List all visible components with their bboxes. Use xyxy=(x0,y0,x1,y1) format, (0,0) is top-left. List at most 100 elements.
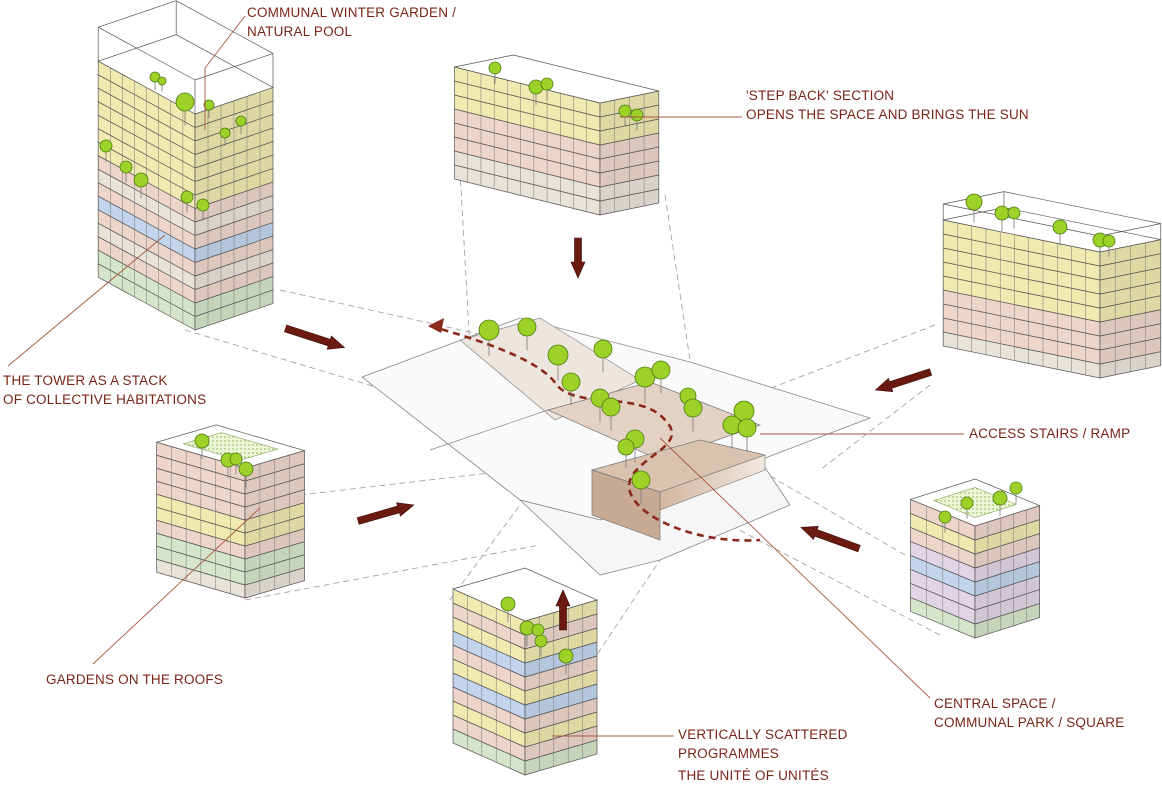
route-path xyxy=(429,324,761,542)
label-line: COMMUNAL WINTER GARDEN / xyxy=(247,5,457,20)
tree-canopy xyxy=(196,198,210,212)
label-line: VERTICALLY SCATTERED xyxy=(678,727,848,742)
tree-canopy xyxy=(157,76,167,86)
label-tower-stack: THE TOWER AS A STACK OF COLLECTIVE HABIT… xyxy=(3,371,206,409)
leader-line xyxy=(92,507,261,665)
tree-canopy xyxy=(737,418,757,438)
arrow-from-scattered xyxy=(555,589,571,631)
tree-canopy xyxy=(547,344,569,366)
label-line: 'STEP BACK' SECTION xyxy=(746,88,895,103)
tree-canopy xyxy=(1007,206,1021,220)
arrow-shape xyxy=(874,368,933,393)
projection-guide xyxy=(819,384,931,471)
winter-garden-frame xyxy=(1003,191,1161,224)
tree-canopy xyxy=(488,61,502,75)
tree-canopy xyxy=(119,160,133,174)
tree-canopy xyxy=(203,99,215,111)
projection-guide xyxy=(759,469,906,556)
tree-canopy xyxy=(1009,481,1023,495)
leader-line xyxy=(204,15,246,130)
tree-canopy xyxy=(593,339,613,359)
winter-garden-frame xyxy=(943,203,1101,237)
tree-canopy xyxy=(561,372,581,392)
tree-canopy xyxy=(1052,219,1068,235)
arrow-from-right-small xyxy=(800,525,861,553)
label-line: THE TOWER AS A STACK xyxy=(3,373,168,388)
tower-right-block xyxy=(942,191,1162,379)
projection-guide xyxy=(664,194,691,361)
winter-garden-frame xyxy=(194,53,274,81)
tree-canopy xyxy=(540,77,554,91)
tree-canopy xyxy=(1102,234,1116,248)
projection-guide xyxy=(279,289,561,353)
arrow-from-tower-stack xyxy=(284,324,346,350)
winter-garden-frame xyxy=(176,0,274,54)
tree-canopy xyxy=(630,108,644,122)
tree-canopy xyxy=(992,490,1008,506)
arrow-shape xyxy=(800,525,861,553)
arrow-shape xyxy=(284,324,346,350)
tree-canopy xyxy=(194,433,210,449)
projection-guide xyxy=(459,169,471,351)
arrow-shape xyxy=(356,502,415,525)
tree-canopy xyxy=(558,648,574,664)
arrow-from-right-block xyxy=(874,368,933,393)
tree-canopy xyxy=(965,193,983,211)
tree-canopy xyxy=(617,438,635,456)
label-line: OPENS THE SPACE AND BRINGS THE SUN xyxy=(746,107,1029,122)
leader-line xyxy=(7,234,166,367)
winter-garden-frame xyxy=(98,0,177,28)
tree-canopy xyxy=(618,104,632,118)
label-line: COMMUNAL PARK / SQUARE xyxy=(934,715,1125,730)
plane-fold-line xyxy=(429,409,549,451)
tree-canopy xyxy=(534,634,548,648)
tree-canopy xyxy=(99,139,113,153)
tree-canopy xyxy=(631,470,651,490)
tower-blocks xyxy=(97,0,1162,776)
label-line: THE UNITÉ OF UNITÉS xyxy=(678,768,829,783)
label-gardens-roofs: GARDENS ON THE ROOFS xyxy=(46,670,223,689)
roof-garden-hatch xyxy=(933,487,1018,518)
annotation-leader-lines xyxy=(7,15,964,737)
arrow-shape xyxy=(555,589,571,631)
tree-canopy xyxy=(517,317,537,337)
tree-canopy xyxy=(219,127,231,139)
arrow-from-gardens-roofs xyxy=(356,502,415,525)
projection-guide xyxy=(244,544,541,601)
tower-right-small xyxy=(909,478,1041,639)
tower-scattered-programmes xyxy=(451,567,599,776)
label-step-back: 'STEP BACK' SECTION OPENS THE SPACE AND … xyxy=(746,86,1029,124)
label-line: OF COLLECTIVE HABITATIONS xyxy=(3,392,207,407)
winter-garden-frame xyxy=(1099,223,1161,237)
projection-guide xyxy=(299,469,516,496)
tree-canopy xyxy=(180,190,194,204)
tree-canopy xyxy=(683,398,703,418)
tree-canopy xyxy=(531,623,545,637)
winter-garden-frame xyxy=(98,26,196,81)
tree-canopy xyxy=(651,360,671,380)
tree-canopy xyxy=(133,172,149,188)
access-ramp xyxy=(659,454,766,511)
label-line: NATURAL POOL xyxy=(247,24,353,39)
tree-canopy xyxy=(960,496,974,510)
tree-canopy xyxy=(175,92,195,112)
tower-gardens-roofs xyxy=(155,424,306,599)
tree-canopy xyxy=(229,452,243,466)
label-winter-garden: COMMUNAL WINTER GARDEN / NATURAL POOL xyxy=(247,3,456,41)
central-ground-plane xyxy=(361,317,872,576)
tower-step-back xyxy=(454,54,660,216)
trees xyxy=(99,61,1116,675)
route-path-arrowhead xyxy=(428,318,444,333)
tree-canopy xyxy=(519,620,535,636)
projection-guide xyxy=(719,519,941,636)
label-line: PROGRAMMES xyxy=(678,746,780,761)
direction-arrows xyxy=(284,237,933,631)
tower-roof xyxy=(454,54,659,104)
label-line: GARDENS ON THE ROOFS xyxy=(46,672,224,687)
tree-canopy xyxy=(235,115,247,127)
tree-canopy xyxy=(500,596,516,612)
label-access-stairs: ACCESS STAIRS / RAMP xyxy=(969,424,1130,443)
arrow-from-step-back xyxy=(570,237,586,279)
